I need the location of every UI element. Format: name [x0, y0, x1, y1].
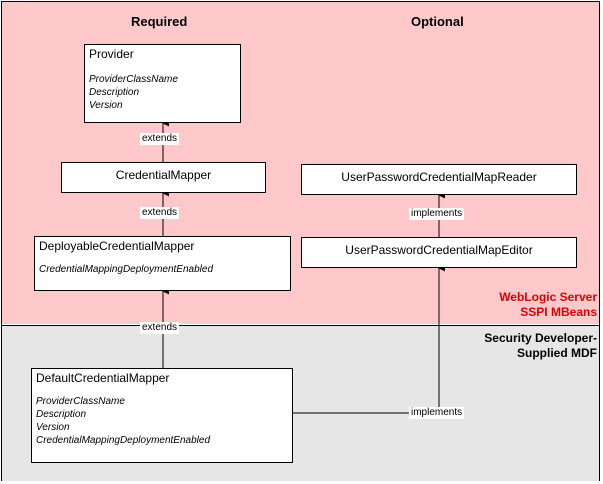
implements-label-2: implements	[409, 407, 465, 419]
developer-mdf-label-line1: Security Developer-	[484, 331, 597, 345]
map-reader-box: UserPasswordCredentialMapReader	[301, 164, 577, 195]
extends-label-1: extends	[140, 133, 180, 145]
wls-sspi-label-line2: SSPI MBeans	[520, 305, 597, 319]
default-attr-description: Description	[36, 409, 87, 420]
required-column-title: Required	[131, 14, 188, 29]
provider-box: Provider ProviderClassName Description V…	[84, 44, 241, 123]
default-attr-version: Version	[36, 422, 70, 433]
wls-sspi-label: WebLogic Server SSPI MBeans	[499, 290, 597, 320]
extends-label-2: extends	[140, 207, 180, 219]
provider-attributes: ProviderClassName Description Version	[85, 61, 240, 112]
developer-mdf-label-line2: Supplied MDF	[517, 346, 597, 360]
deployable-attr-deployment-enabled: CredentialMappingDeploymentEnabled	[39, 264, 213, 275]
developer-mdf-label: Security Developer- Supplied MDF	[484, 331, 597, 361]
provider-attr-provider-class-name: ProviderClassName	[89, 74, 178, 85]
default-credential-mapper-name: DefaultCredentialMapper	[36, 371, 170, 385]
default-attr-provider-class-name: ProviderClassName	[36, 396, 125, 407]
map-editor-box: UserPasswordCredentialMapEditor	[301, 237, 577, 268]
deployable-credential-mapper-attributes: CredentialMappingDeploymentEnabled	[35, 253, 290, 276]
wls-sspi-label-line1: WebLogic Server	[499, 290, 597, 304]
default-attr-deployment-enabled: CredentialMappingDeploymentEnabled	[36, 435, 210, 446]
implements-connector-2	[293, 264, 445, 414]
provider-attr-description: Description	[89, 87, 140, 98]
implements-label-1: implements	[409, 208, 465, 220]
provider-name: Provider	[89, 47, 134, 61]
credential-mapper-box: CredentialMapper	[61, 162, 266, 193]
map-reader-name: UserPasswordCredentialMapReader	[341, 170, 537, 184]
map-editor-name: UserPasswordCredentialMapEditor	[345, 243, 533, 257]
credential-mapper-name: CredentialMapper	[115, 168, 212, 182]
optional-column-title: Optional	[411, 14, 464, 29]
deployable-credential-mapper-name: DeployableCredentialMapper	[39, 239, 195, 253]
default-credential-mapper-box: DefaultCredentialMapper ProviderClassNam…	[31, 368, 293, 463]
deployable-credential-mapper-box: DeployableCredentialMapper CredentialMap…	[34, 236, 291, 291]
extends-label-3: extends	[140, 322, 180, 334]
provider-attr-version: Version	[89, 100, 123, 111]
default-credential-mapper-attributes: ProviderClassName Description Version Cr…	[32, 385, 292, 447]
